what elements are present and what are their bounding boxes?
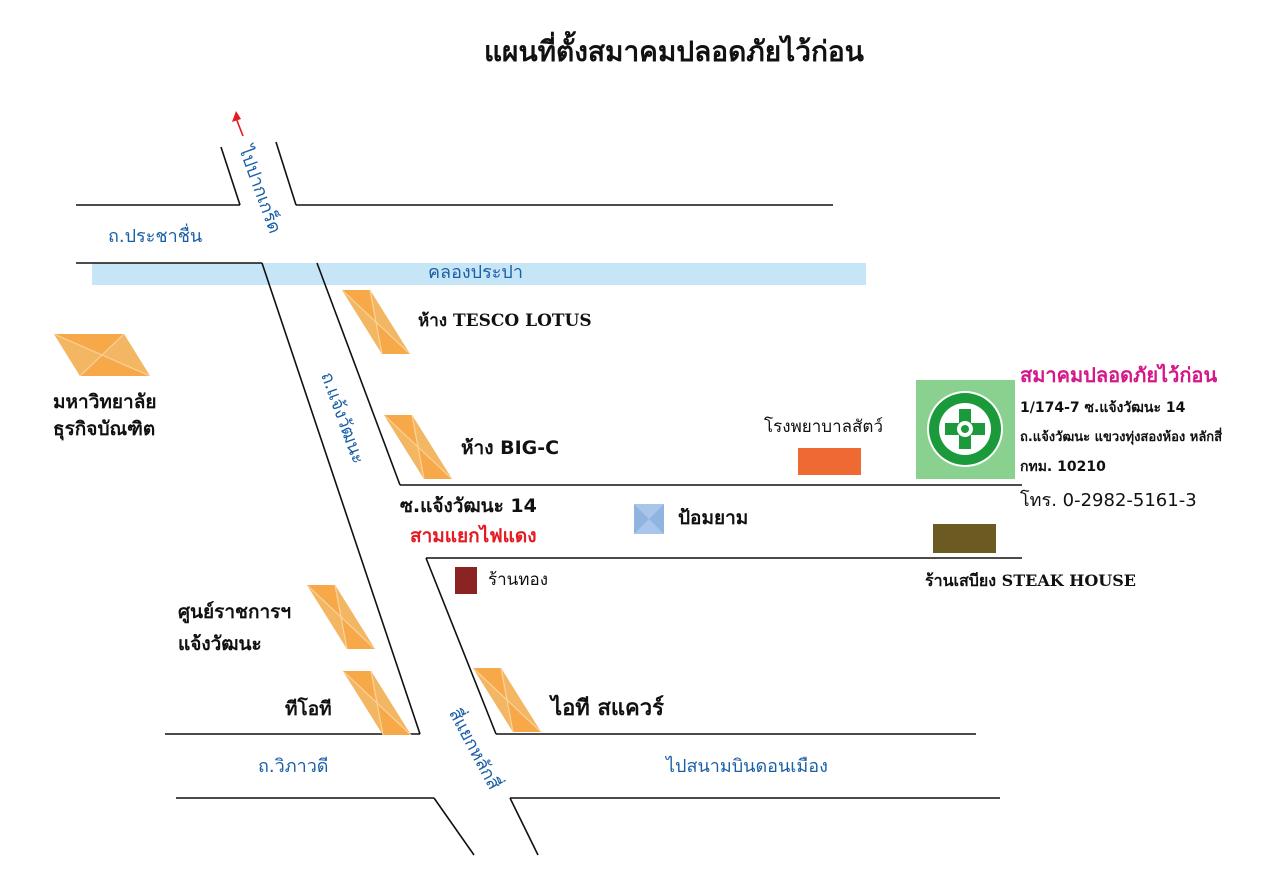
road-lines [76, 141, 1022, 856]
landmark-gold-shop: ร้านทอง [488, 570, 549, 590]
gold-shop-marker [455, 567, 477, 594]
association-logo-icon [916, 380, 1015, 479]
canal [92, 263, 866, 285]
steak-house-marker [933, 524, 996, 553]
landmark-govt-line2: แจ้งวัฒนะ [178, 633, 262, 655]
association-address-line2: ถ.แจ้งวัฒนะ แขวงทุ่งสองห้อง หลักสี่ [1020, 430, 1223, 445]
road-label-prachachuen: ถ.ประชาชื่น [108, 226, 203, 247]
landmark-steak-house: ร้านเสบียง STEAK HOUSE [925, 571, 1136, 590]
building-marker-icon [306, 584, 376, 650]
landmark-dpu-line2: ธุรกิจบัณฑิต [53, 418, 156, 440]
road-label-don-mueang: ไปสนามบินดอนเมือง [666, 756, 828, 777]
intersection-label: สามแยกไฟแดง [410, 525, 537, 547]
association-address-line1: 1/174-7 ซ.แจ้งวัฒนะ 14 [1020, 400, 1186, 416]
canal-label-khlong-prapa: คลองประปา [428, 262, 523, 283]
map-title: แผนที่ตั้งสมาคมปลอดภัยไว้ก่อน [484, 35, 864, 68]
landmark-dpu-line1: มหาวิทยาลัย [53, 391, 157, 413]
building-marker-icon [341, 289, 411, 355]
landmark-police-box: ป้อมยาม [678, 507, 749, 529]
road-label-vibhavadi: ถ.วิภาวดี [258, 756, 329, 777]
association-address-line3: กทม. 10210 [1020, 459, 1106, 475]
building-marker-icon [342, 670, 412, 736]
landmark-govt-line1: ศูนย์ราชการฯ [178, 601, 291, 623]
landmark-tot: ทีโอที [285, 698, 332, 720]
road-label-soi-14: ซ.แจ้งวัฒนะ 14 [400, 495, 537, 517]
building-marker-icon [53, 333, 151, 377]
vet-hospital-marker [798, 448, 861, 475]
arrow-up-icon [232, 111, 244, 137]
landmark-vet-hospital: โรงพยาบาลสัตว์ [764, 417, 883, 437]
association-phone: โทร. 0-2982-5161-3 [1020, 490, 1197, 511]
association-name: สมาคมปลอดภัยไว้ก่อน [1020, 363, 1218, 387]
landmark-tesco: ห้าง TESCO LOTUS [418, 311, 592, 331]
landmark-bigc: ห้าง BIG-C [461, 437, 560, 459]
police-box-marker [634, 504, 664, 534]
landmark-it-square: ไอที สแควร์ [551, 696, 664, 721]
